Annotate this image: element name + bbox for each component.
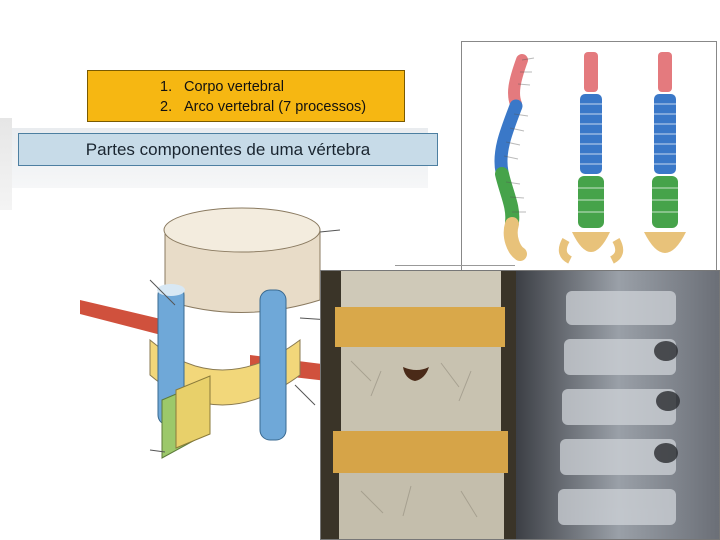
spine-lateral bbox=[494, 54, 535, 261]
list-item-text: Arco vertebral (7 processos) bbox=[184, 99, 367, 115]
vertebra-section-photo bbox=[321, 271, 516, 539]
vertebra-diagram bbox=[70, 190, 370, 490]
divider bbox=[395, 265, 515, 266]
spine-columns-illustration bbox=[461, 41, 717, 289]
spine-xray bbox=[516, 271, 719, 539]
photo-panel bbox=[320, 270, 720, 540]
parts-list-box: 1. Corpo vertebral 2. Arco vertebral (7 pr… bbox=[87, 70, 405, 122]
spine-anterior bbox=[558, 52, 624, 264]
list-item-number: 1. bbox=[160, 79, 173, 95]
decorative-strip bbox=[0, 118, 12, 210]
list-item-text: Corpo vertebral bbox=[184, 79, 284, 95]
list-item-number: 2. bbox=[160, 99, 173, 115]
parts-list: 1. Corpo vertebral 2. Arco vertebral (7 pr… bbox=[88, 77, 404, 117]
spine-posterior bbox=[644, 52, 686, 253]
list-item: 2. Arco vertebral (7 processos) bbox=[160, 97, 404, 117]
list-item: 1. Corpo vertebral bbox=[160, 77, 404, 97]
slide-title: Partes componentes de uma vértebra bbox=[18, 133, 438, 166]
